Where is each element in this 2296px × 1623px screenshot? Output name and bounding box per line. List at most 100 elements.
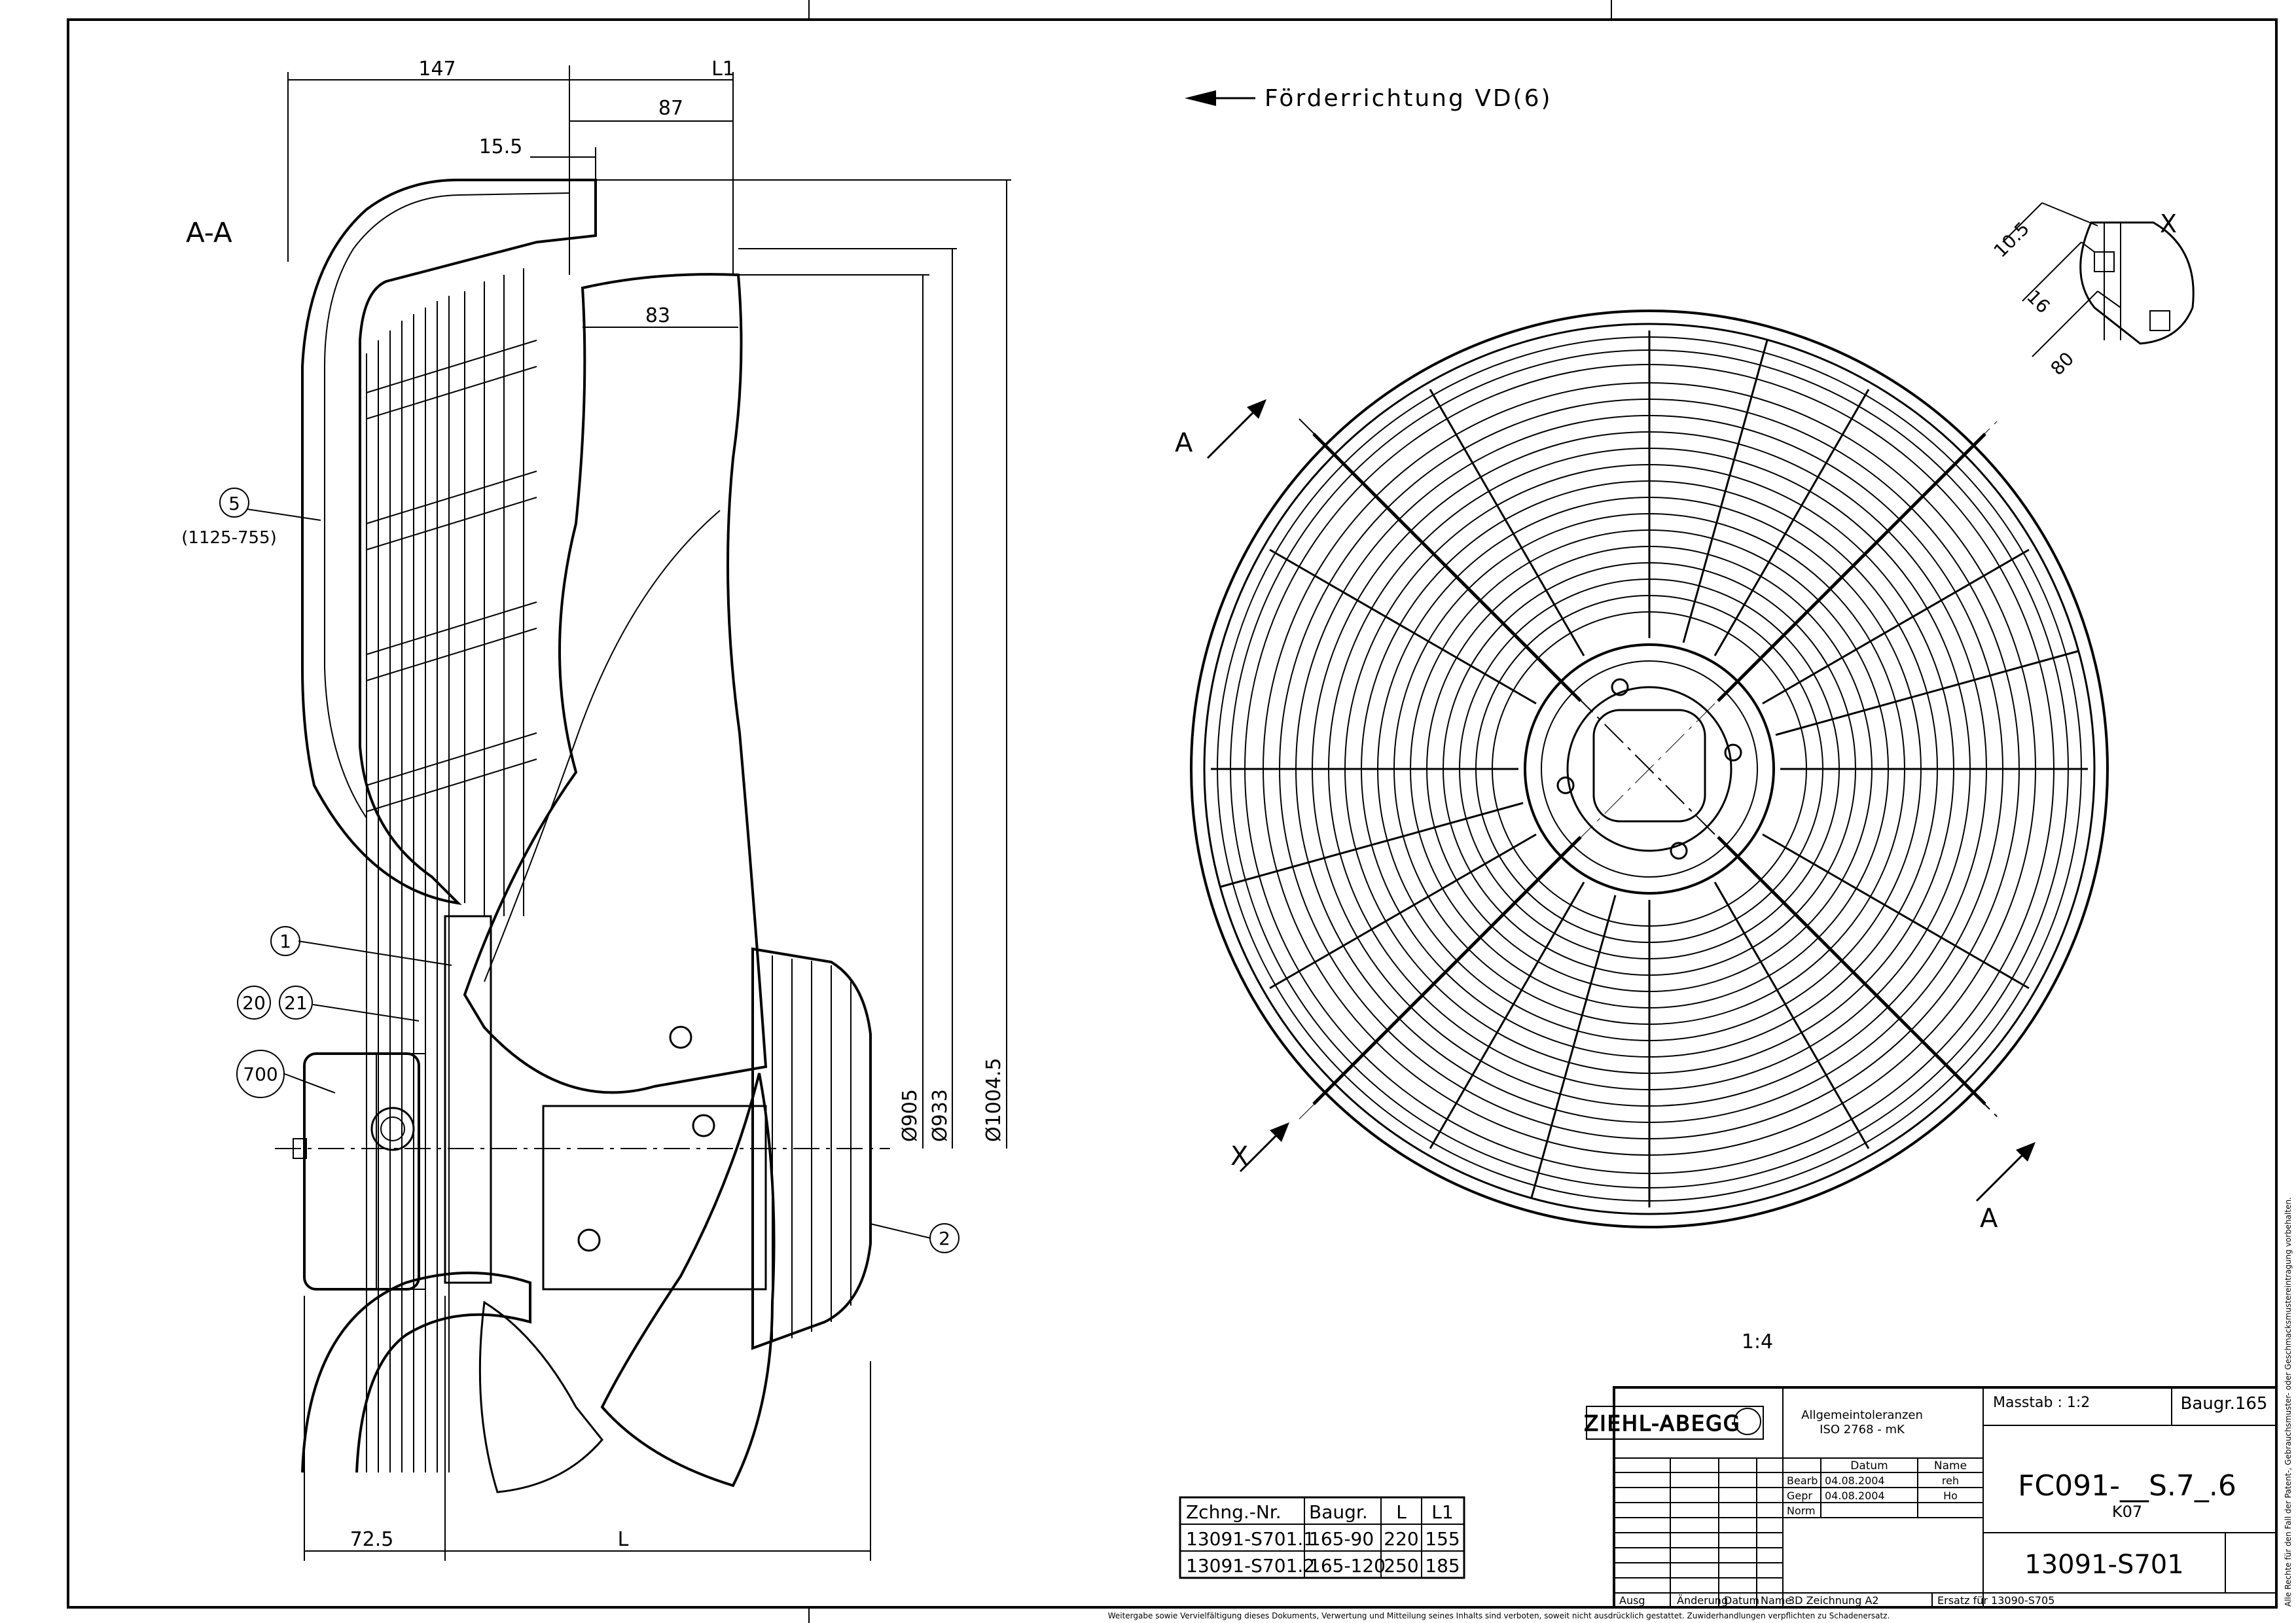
col-date: Datum: [1850, 1459, 1888, 1472]
terminal-box: [303, 1052, 420, 1291]
side-note: Alle Rechte für den Fall der Patent-, Ge…: [2284, 1197, 2293, 1607]
mounting-bracket: [444, 915, 492, 1284]
hub-bolt: [1556, 776, 1575, 794]
hub-bolt: [1670, 842, 1688, 860]
rev-datum: Datum: [1724, 1594, 1759, 1607]
motor-housing: [751, 947, 872, 1350]
note-replace: Ersatz für 13090-S705: [1937, 1594, 2054, 1607]
section-view-a-a: A-A: [181, 58, 1011, 1561]
table-header-l1: L1: [1431, 1501, 1453, 1523]
callout-700: 700: [236, 1050, 285, 1098]
cable-gland: [370, 1107, 415, 1151]
hub-bolt: [1611, 678, 1629, 696]
detail-x: X 10.5 16 80: [1990, 202, 2195, 380]
fan-blade-lower-2: [478, 1300, 603, 1493]
dim-dia905: Ø905: [899, 1089, 922, 1142]
guard-ring-top: [301, 179, 597, 905]
hub-outer: [1524, 643, 1775, 895]
row-date: 04.08.2004: [1825, 1474, 1885, 1487]
guard-outer-ring: [1190, 310, 2109, 1228]
row-date: 04.08.2004: [1825, 1489, 1885, 1502]
guard-radial-spokes: [1211, 330, 2088, 1207]
fan-blade-lower: [600, 1073, 776, 1488]
dim-10-5: 10.5: [1990, 218, 2034, 262]
rating-plate: [1592, 709, 1706, 823]
dim-l1: L1: [711, 58, 735, 80]
row-label: Bearb: [1787, 1474, 1818, 1487]
note-3d: 3D Zeichnung A2: [1788, 1594, 1879, 1607]
table-header-l: L: [1396, 1501, 1407, 1523]
hub-ring: [1541, 660, 1758, 878]
variants-table: Zchng.-Nr. Baugr. L L1 13091-S701.1 165-…: [1179, 1496, 1465, 1579]
dim-72-5: 72.5: [350, 1528, 394, 1551]
direction-label: Förderrichtung VD(6): [1265, 85, 1552, 112]
tolerance-line-1: Allgemeintoleranzen: [1801, 1408, 1923, 1422]
airflow-direction: Förderrichtung VD(6): [1185, 85, 1552, 112]
svg-text:700: 700: [243, 1063, 278, 1085]
svg-text:(1125-755): (1125-755): [181, 528, 276, 548]
table-header-zchng: Zchng.-Nr.: [1186, 1501, 1282, 1523]
drawing-frame: [67, 18, 2278, 1609]
screw: [577, 1228, 601, 1252]
row-label: Norm: [1787, 1505, 1816, 1517]
callout-20: 20: [237, 986, 271, 1020]
callout-leaders: [247, 508, 931, 1239]
logo-emblem-icon: [1734, 1408, 1761, 1435]
section-mark-a-bottom: A: [1980, 1204, 1998, 1234]
table-cell: 155: [1425, 1528, 1460, 1550]
table-cell: 220: [1384, 1528, 1418, 1550]
title-block: ZIEHL-ABEGG Allgemeintoleranzen ISO 2768…: [1584, 1386, 2278, 1609]
table-cell: 165-90: [1309, 1528, 1374, 1550]
dim-15-5: 15.5: [479, 135, 523, 158]
table-cell: 13091-S701.2: [1186, 1555, 1315, 1577]
tolerance-line-2: ISO 2768 - mK: [1820, 1423, 1905, 1436]
dim-l: L: [618, 1528, 629, 1551]
rev-ausg: Ausg: [1619, 1594, 1645, 1607]
guard-ring: [1203, 323, 2096, 1215]
row-label: Gepr: [1787, 1489, 1812, 1502]
dim-16: 16: [2022, 286, 2054, 318]
fan-blade-upper-edge: [484, 510, 721, 982]
hub-bolt: [1724, 743, 1742, 762]
company-logo-frame: [1586, 1406, 1764, 1440]
dim-dia1004: Ø1004.5: [982, 1058, 1005, 1142]
dim-147: 147: [418, 58, 456, 80]
svg-text:21: 21: [284, 992, 308, 1014]
table-cell: 185: [1425, 1555, 1460, 1577]
callout-21: 21: [279, 986, 313, 1020]
dim-dia933: Ø933: [929, 1089, 952, 1142]
svg-text:5: 5: [228, 493, 240, 514]
table-cell: 13091-S701.1: [1186, 1528, 1315, 1550]
rev-aenderung: Änderung: [1677, 1594, 1728, 1607]
cable-gland: [380, 1116, 405, 1141]
dim-80: 80: [2047, 348, 2079, 380]
table-cell: 250: [1384, 1555, 1418, 1577]
front-view-fan-guard: A A X: [1175, 310, 2109, 1234]
row-name: Ho: [1943, 1489, 1958, 1502]
terminal-box-lid: [376, 1053, 426, 1290]
grille-wires: [366, 268, 537, 1472]
scale-note: 1:4: [1742, 1330, 1773, 1353]
scale-value: Masstab : 1:2: [1993, 1395, 2090, 1411]
detail-x-clip: [2149, 310, 2170, 331]
svg-text:2: 2: [939, 1228, 950, 1249]
table-cell: 165-120: [1309, 1555, 1386, 1577]
callout-5: 5 (1125-755): [181, 488, 277, 548]
rev-name: Name: [1761, 1594, 1791, 1607]
detail-x-outline: [2079, 221, 2195, 345]
hub-inner: [1566, 686, 1732, 852]
table-header-baugr: Baugr.: [1309, 1501, 1368, 1523]
bottom-dimensions: [304, 1296, 871, 1561]
diameter-dimensions: [596, 179, 1011, 1149]
row-name: reh: [1942, 1474, 1959, 1487]
section-line-x: [1299, 418, 2000, 1120]
callout-1: 1: [270, 926, 300, 956]
svg-text:20: 20: [242, 992, 266, 1014]
section-mark-x-bottom: X: [1230, 1141, 1248, 1171]
screw: [669, 1026, 692, 1049]
callout-2: 2: [929, 1223, 960, 1253]
rotor-flange: [542, 1105, 767, 1291]
dim-87: 87: [658, 97, 683, 120]
footer-note: Weitergabe sowie Vervielfältigung dieses…: [1108, 1611, 1890, 1620]
